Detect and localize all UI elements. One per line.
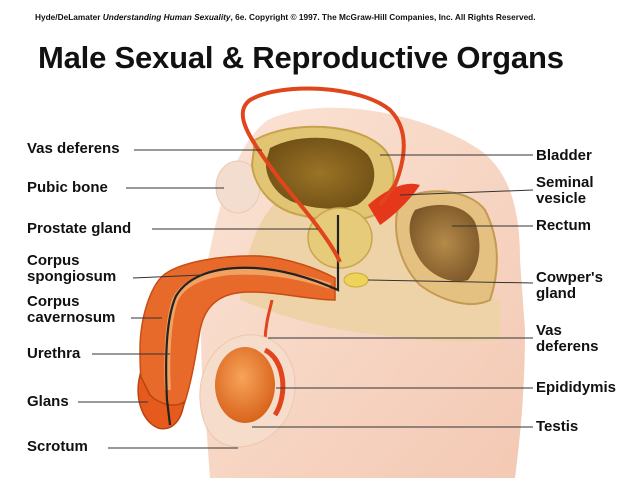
corpus-spongiosum: [164, 268, 331, 391]
vas-deferens-lower: [263, 299, 274, 341]
bladder-lumen: [265, 137, 375, 209]
label-seminal-vesicle-line1: Seminal: [536, 174, 594, 191]
label-vas-deferens-left: Vas deferens: [27, 140, 120, 157]
label-vas-deferens-right-line1: Vas: [536, 322, 562, 339]
credit-book-title: Understanding Human Sexuality: [102, 12, 231, 22]
cowpers-gland: [343, 272, 369, 288]
pelvic-tissue: [240, 184, 500, 343]
glans: [137, 372, 185, 430]
testis: [215, 347, 275, 423]
label-vas-deferens-right: Vas deferens: [536, 323, 599, 355]
label-corpus-cavernosum-line1: Corpus: [27, 293, 80, 310]
label-epididymis: Epididymis: [536, 379, 617, 396]
credit-edition: , 6e.: [230, 12, 247, 22]
credit-copyright: Copyright © 1997. The McGraw-Hill Compan…: [248, 12, 536, 22]
label-vas-deferens-right-line2: deferens: [536, 338, 599, 355]
label-corpus-spongiosum-line1: Corpus: [27, 252, 80, 269]
label-cowpers-gland-line2: gland: [536, 285, 576, 302]
label-corpus-cavernosum-line2: cavernosum: [27, 309, 116, 326]
label-seminal-vesicle: Seminal vesicle: [536, 175, 594, 207]
label-cowpers-gland: Cowper's gland: [536, 270, 603, 302]
vas-deferens-tube: [240, 86, 406, 263]
rectum-lumen: [409, 204, 480, 282]
label-testis: Testis: [536, 418, 579, 435]
label-corpus-spongiosum: Corpus spongiosum: [27, 253, 116, 285]
seminal-vesicle: [368, 183, 420, 225]
label-prostate-gland: Prostate gland: [27, 220, 132, 237]
epididymis: [263, 347, 286, 417]
prostate: [307, 207, 373, 269]
label-rectum: Rectum: [536, 217, 592, 234]
label-corpus-spongiosum-line2: spongiosum: [27, 268, 117, 285]
label-bladder: Bladder: [536, 147, 592, 164]
label-seminal-vesicle-line2: vesicle: [536, 190, 587, 207]
label-pubic-bone: Pubic bone: [27, 179, 108, 196]
credit-authors: Hyde/DeLamater: [35, 12, 101, 22]
label-scrotum: Scrotum: [27, 438, 88, 455]
label-cowpers-gland-line1: Cowper's: [536, 269, 603, 286]
label-urethra: Urethra: [27, 345, 81, 362]
copyright-credit: Hyde/DeLamater Understanding Human Sexua…: [35, 12, 536, 22]
leader-lines-left: [78, 149, 318, 449]
label-corpus-cavernosum: Corpus cavernosum: [27, 294, 115, 326]
page-title: Male Sexual & Reproductive Organs: [38, 40, 564, 75]
leader-lines-right: [252, 154, 534, 428]
label-glans: Glans: [27, 393, 69, 410]
